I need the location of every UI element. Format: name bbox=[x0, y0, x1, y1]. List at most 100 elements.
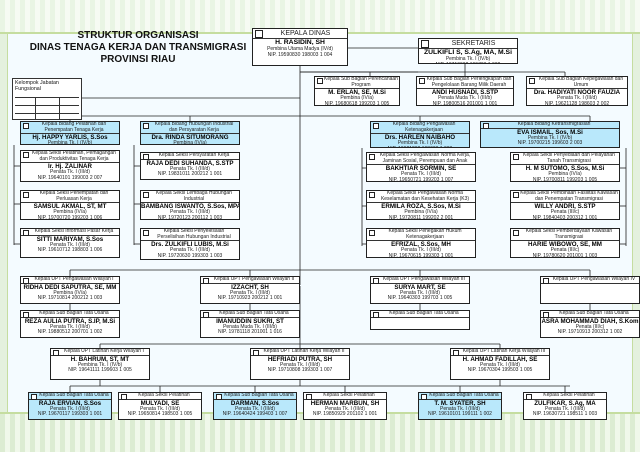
unit-box-s9: Kepala Seksi Penegakan Hukum Ketenagaker… bbox=[366, 228, 476, 258]
official-name: H. RASIDIN, SH bbox=[253, 38, 347, 47]
checkbox-icon bbox=[483, 123, 489, 129]
unit-title: Kepala Seksi Pembinaan Fasilitas Kawasan… bbox=[511, 191, 619, 202]
checkbox-icon bbox=[369, 230, 375, 236]
unit-title: Kepala Seksi Penyelesaian Perselisihan H… bbox=[141, 229, 239, 240]
unit-box-s11: Kepala Seksi Pembinaan Fasilitas Kawasan… bbox=[510, 190, 620, 220]
official-rank: Pembina (IV/a) bbox=[404, 209, 438, 216]
official-name: Dra. RINDA SITUMORANG bbox=[141, 133, 239, 141]
checkbox-icon bbox=[121, 394, 127, 400]
official-rank: Penata Tk. I (III/d) bbox=[235, 405, 275, 412]
official-rank: Penata Tk. I (III/d) bbox=[545, 405, 585, 412]
official-name: HEFRIADI PUTRA, SH bbox=[251, 354, 349, 363]
official-nip: NIP. 19800516 201001 1 001 bbox=[432, 100, 498, 106]
official-name: HARIE WIBOWO, SE, MM bbox=[511, 240, 619, 248]
unit-title: Kepala Sub Bagian Perlengkapan dan Penge… bbox=[417, 77, 513, 88]
unit-box-bid-pengawasan: Kepala Bidang Pengawasan Ketenagakerjaan… bbox=[370, 121, 470, 148]
checkbox-icon bbox=[143, 230, 149, 236]
legend-row-line bbox=[15, 113, 79, 114]
unit-title-text: Kepala Bidang Hubungan Industrial dan Pe… bbox=[154, 121, 234, 133]
official-rank: Penata Tk. I (III/d) bbox=[280, 361, 320, 368]
unit-title: Kepala UPT Pengawasan Wilayah I bbox=[21, 277, 119, 284]
unit-title: Kepala Bidang Pelatihan dan Penempatan T… bbox=[21, 122, 119, 134]
official-rank: Pembina Tk. I (IV/b) bbox=[77, 361, 123, 368]
official-nip: NIP. 19831011 200212 1 001 bbox=[157, 171, 223, 178]
official-rank: Pembina Tk. I (IV/b) bbox=[527, 134, 573, 141]
unit-title-text: KEPALA DINAS bbox=[280, 30, 331, 37]
unit-title-text: Kepala Seksi Pelatihan bbox=[138, 392, 190, 398]
official-rank: Penata Tk. I (III/d) bbox=[401, 171, 441, 178]
legend-label: Kelompok Jabatan Fungsional bbox=[15, 80, 59, 92]
unit-title-text: Kepala Sub Bagian Tata Usaha bbox=[429, 392, 499, 398]
checkbox-icon bbox=[306, 394, 312, 400]
unit-title: Kepala Bidang Ketransmigrasian bbox=[481, 122, 619, 129]
unit-box-s8: Kepala Seksi Pengawasan Norma Keselamata… bbox=[366, 190, 476, 220]
official-nip: NIP. 19710913 200312 1 002 bbox=[557, 329, 623, 336]
unit-title: Kepala Seksi Pengawasan Norma Kerja, Jam… bbox=[367, 153, 475, 164]
unit-title-text: Kepala UPT Pengawasan Wilayah II bbox=[213, 276, 295, 282]
checkbox-icon bbox=[453, 350, 459, 356]
checkbox-icon bbox=[421, 40, 429, 48]
checkbox-icon bbox=[23, 278, 29, 284]
official-name: ZULKIFLI S, S.Ag, MA, M.Si bbox=[419, 48, 517, 57]
official-rank: Penata Muda Tk. I (III/b) bbox=[223, 323, 277, 330]
official-nip: NIP. 19720630 199303 1 003 bbox=[157, 252, 223, 259]
official-name bbox=[371, 316, 469, 318]
official-name: BAKHTIAR SORMIN, SE bbox=[367, 164, 475, 172]
unit-title-text: Kepala UPT Latihan Kerja Wilayah I bbox=[64, 348, 144, 354]
unit-title-text: Kepala UPT Latihan Kerja Wilayah III bbox=[462, 348, 546, 354]
official-nip: NIP. 19670304 199503 1 005 bbox=[467, 367, 533, 374]
official-nip: NIP. 19670615 199303 1 001 bbox=[388, 252, 454, 258]
checkbox-icon bbox=[23, 152, 29, 158]
unit-title-text: Kepala Seksi Informasi Pasar Kerja bbox=[34, 228, 114, 234]
official-nip: NIP. 19650814 198503 1 005 bbox=[127, 411, 193, 418]
official-rank: Pembina (IV/a) bbox=[53, 289, 87, 296]
unit-title: Kepala UPT Latihan Kerja Wilayah III bbox=[451, 348, 549, 356]
unit-title: Kepala Sub Bagian Tata Usaha bbox=[201, 310, 299, 318]
unit-title: Kepala Seksi Penegakan Hukum Ketenagaker… bbox=[367, 229, 475, 240]
official-rank: Penata Tk. I (III/d) bbox=[50, 323, 90, 330]
checkbox-icon bbox=[23, 123, 29, 129]
unit-box-s7: Kepala Seksi Pengawasan Norma Kerja, Jam… bbox=[366, 152, 476, 182]
checkbox-icon bbox=[529, 78, 535, 84]
official-rank: Penata Tk. I (III/d) bbox=[401, 247, 441, 254]
official-name: EVA ISMAIL, Sos, M.Si bbox=[481, 127, 619, 136]
official-name: WILLY ANDRI, S.STP bbox=[511, 202, 619, 210]
official-name: Drs. ZULKIFLI LUBIS, M.Si bbox=[141, 240, 239, 248]
fungsional-legend-box: Kelompok Jabatan Fungsional bbox=[12, 78, 82, 120]
official-name: DARMAN, S.Sos bbox=[214, 398, 296, 407]
official-nip: NIP. 19710902 199703 1 002 bbox=[419, 62, 517, 63]
checkbox-icon bbox=[203, 312, 209, 318]
unit-title-text: Kepala Seksi Pembinaan Fasilitas Kawasan… bbox=[520, 190, 618, 202]
checkbox-icon bbox=[373, 123, 379, 129]
official-rank: Penata Tk. I (III/d) bbox=[440, 405, 480, 412]
unit-title: Kepala Bidang Hubungan Industrial dan Pe… bbox=[141, 121, 239, 134]
official-rank: Penata Tk. I (III/d) bbox=[50, 405, 90, 412]
checkbox-icon bbox=[369, 192, 375, 198]
official-name: RAJA DEDI SUHANDA, S.STP bbox=[141, 158, 239, 167]
unit-title-text: Kepala UPT Latihan Kerja Wilayah II bbox=[263, 348, 345, 354]
left-decorative-border bbox=[0, 34, 8, 412]
official-name: EFRIZAL, S.Sos, MH bbox=[367, 240, 475, 248]
official-nip: NIP. 19780620 201001 1 003 bbox=[532, 252, 598, 258]
title-line-2: DINAS TENAGA KERJA DAN TRANSMIGRASI bbox=[29, 42, 247, 53]
unit-title-text: Kepala Sub Bagian Perlengkapan dan Penge… bbox=[426, 76, 512, 88]
official-name: HERMAN MARBUN, SH bbox=[304, 398, 386, 407]
unit-title-text: Kepala Seksi Pelatihan, Pemagangan dan P… bbox=[32, 150, 116, 162]
official-nip: NIP. 19640101 199003 2 007 bbox=[37, 174, 103, 181]
official-rank: Pembina Tk. I (IV/b) bbox=[397, 140, 443, 147]
checkbox-icon bbox=[23, 192, 29, 198]
official-name: Hj. HAPPY YARLIS, S.Sos bbox=[21, 133, 119, 141]
checkbox-icon bbox=[419, 78, 425, 84]
unit-title: Kepala Seksi Persyaratan Kerja bbox=[141, 153, 239, 160]
unit-title-text: Kepala Sub Bagian Tata Usaha bbox=[219, 310, 289, 316]
checkbox-icon bbox=[255, 30, 263, 38]
unit-title: Kepala Seksi Pelatihan bbox=[304, 393, 386, 400]
